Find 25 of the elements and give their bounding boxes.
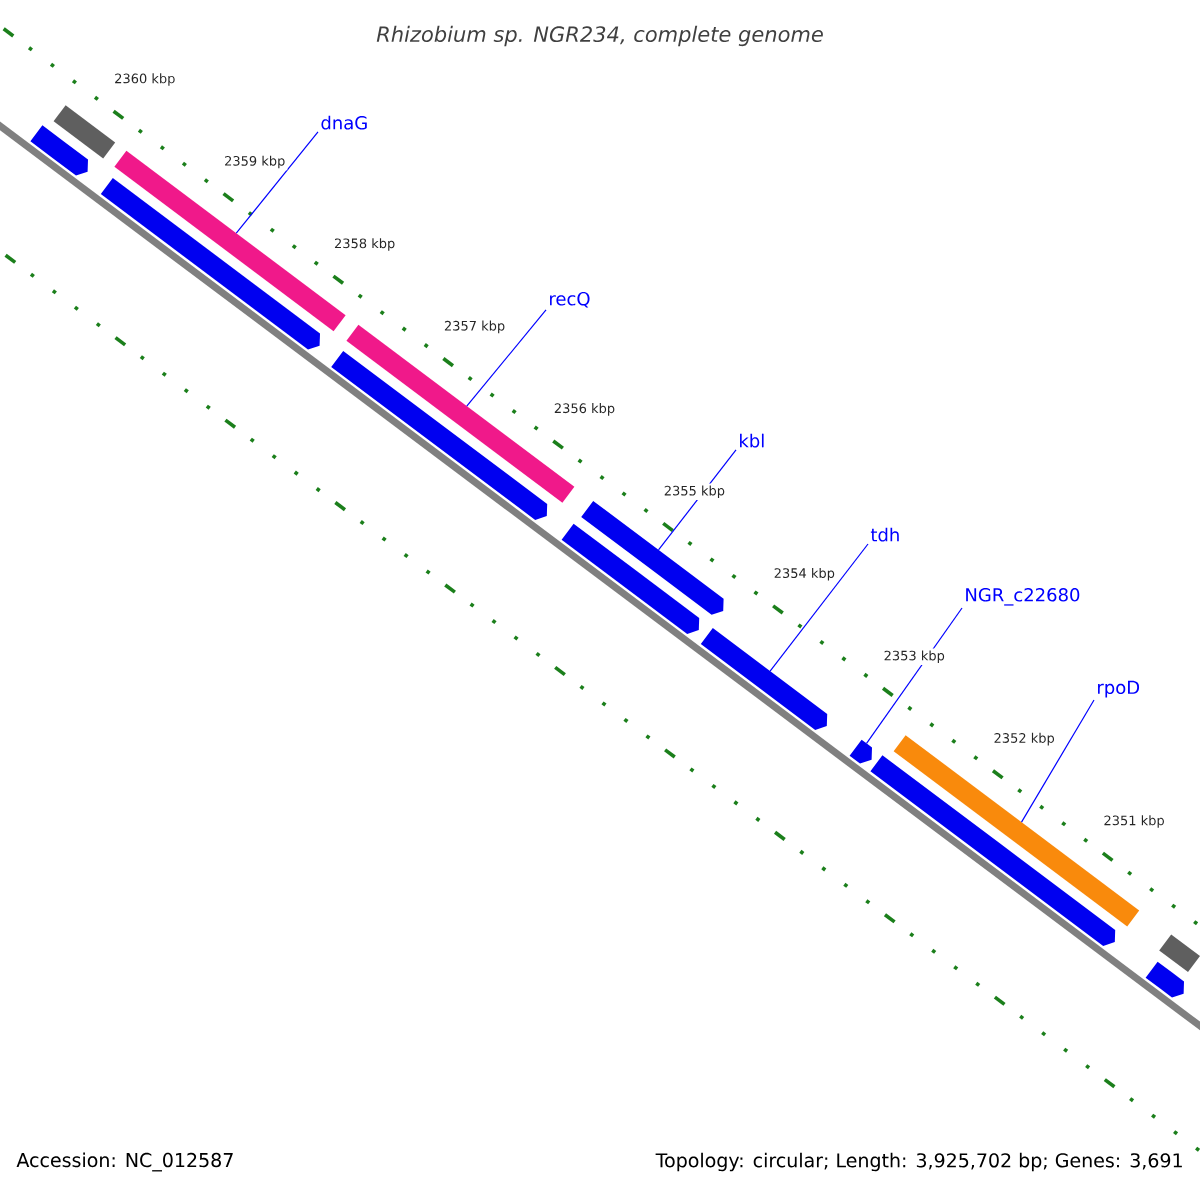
gene-feature-pointed [30, 125, 88, 176]
leader-line [769, 543, 869, 672]
gene-feature-pointed [1145, 961, 1184, 998]
gene-feature-pointed [561, 523, 700, 634]
gene-feature-pointed [100, 178, 320, 350]
footer-text: Accession: NC_012587 [16, 1152, 233, 1172]
gene-label: kbl [740, 433, 764, 448]
gene-label: rpoD [1098, 680, 1140, 698]
gene-feature [53, 105, 116, 159]
leader-line [235, 131, 319, 234]
gene-label: dnaG [321, 115, 367, 130]
gene-feature-pointed [849, 739, 872, 764]
gene-feature-pointed [700, 628, 828, 730]
gene-label: NGR_c22680 [966, 588, 1080, 606]
gene-feature [893, 735, 1140, 927]
leader-line [865, 607, 963, 744]
gene-feature-pointed [581, 500, 724, 615]
footer-text: Topology: circular; Length: 3,925,702 bp; Genes: 3,691 [655, 1152, 1182, 1172]
gene-feature [1159, 934, 1200, 972]
leader-line [1020, 699, 1095, 823]
leader-line [466, 309, 547, 407]
gene-feature-pointed [331, 350, 548, 520]
gene-label: tdh [870, 527, 899, 542]
title: Rhizobium sp. NGR234, complete genome [376, 25, 823, 47]
gene-label: recQ [550, 291, 590, 308]
